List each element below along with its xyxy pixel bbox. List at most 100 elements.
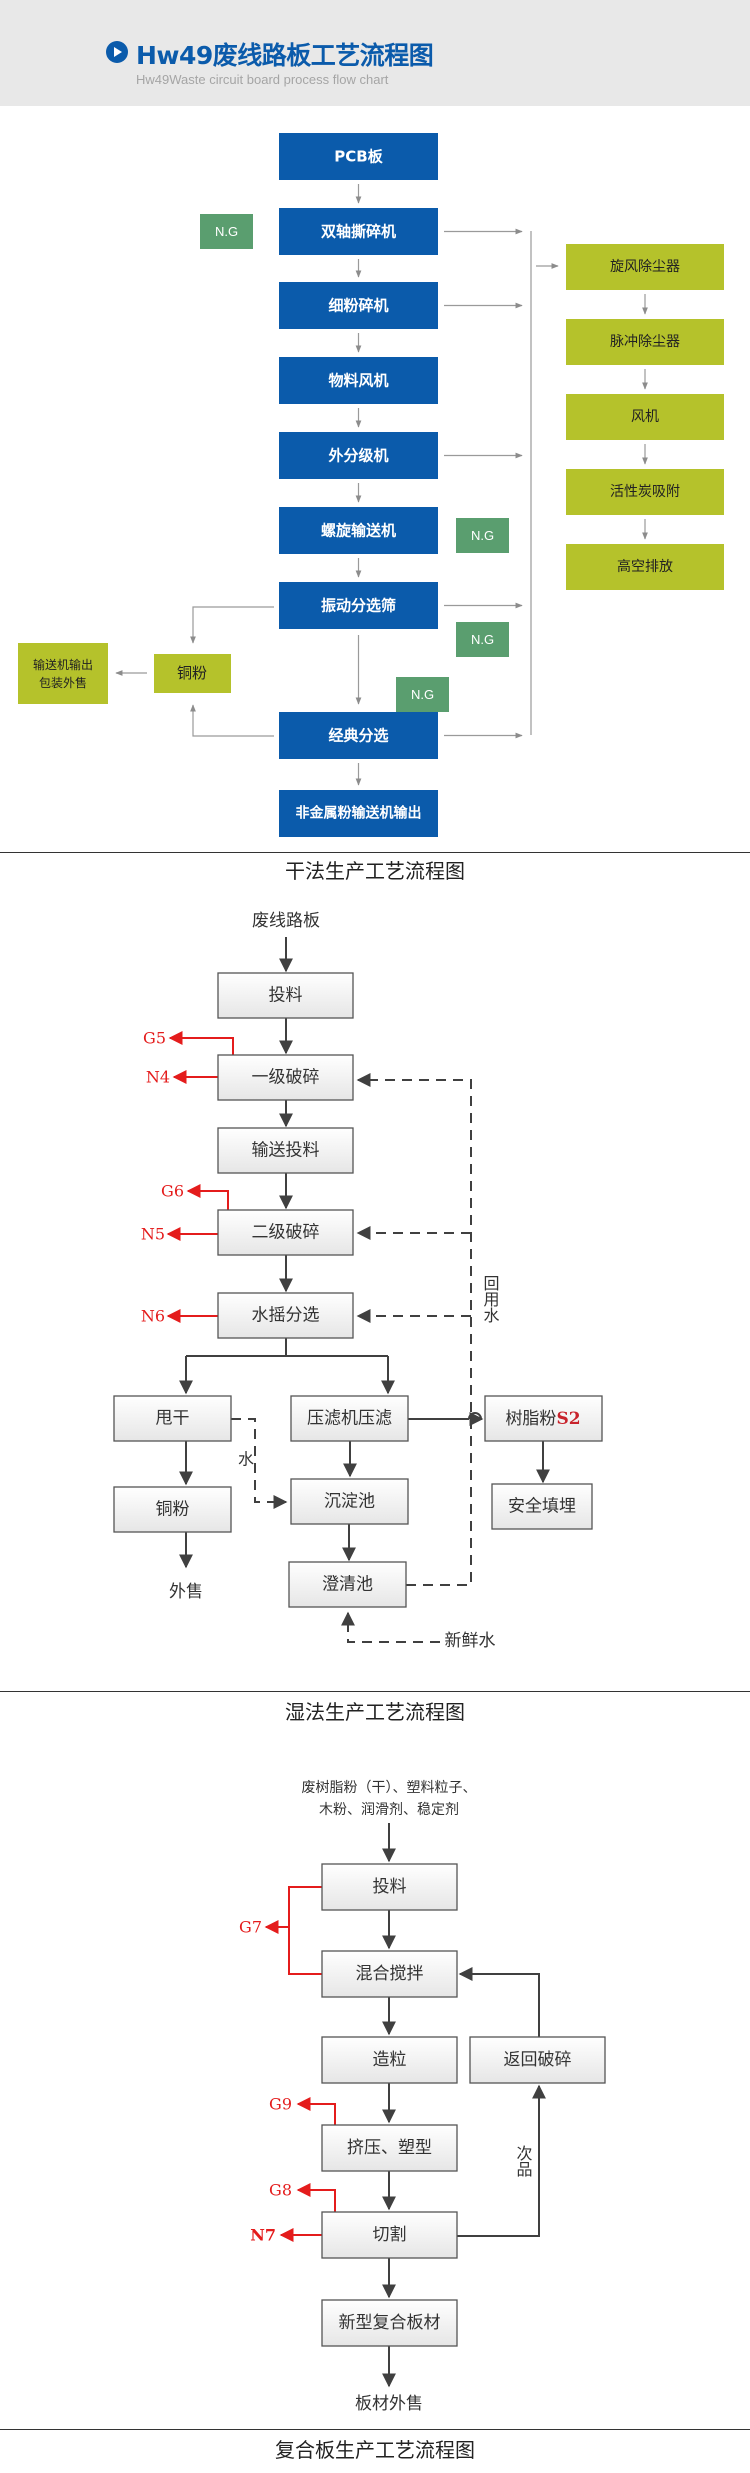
step-label: 一级破碎 [252, 1068, 320, 1088]
svg-text:输送机输出: 输送机输出 [33, 657, 93, 672]
process-step-dual-shaft-shredder: 双轴撕碎机 [279, 208, 438, 255]
copper-arrow [190, 606, 274, 644]
dust-step-pulse-dust-collector: 脉冲除尘器 [566, 319, 724, 365]
process-step-water-shaking-separation: 水摇分选 [217, 1292, 354, 1339]
section-divider [0, 852, 750, 853]
recycle-water-label: 回用水 [481, 1275, 500, 1323]
page-header: Hw49废线路板工艺流程图 Hw49Waste circuit board pr… [0, 0, 750, 106]
step-label: 新型复合板材 [339, 2313, 441, 2333]
step-label: 返回破碎 [504, 2050, 572, 2070]
input-label-line1: 废树脂粉（干）、塑料粒子、 [302, 1780, 477, 1796]
ng-badge: N.G [456, 622, 509, 657]
svg-text:N.G: N.G [215, 224, 238, 239]
resin-powder-box: 树脂粉S2 [484, 1395, 603, 1442]
process-step-feeding: 投料 [217, 972, 354, 1019]
dust-step-fan: 风机 [566, 394, 724, 440]
emission-label-n5: N5 [141, 1225, 165, 1244]
emission-label-g5: G5 [143, 1029, 166, 1048]
dust-step-high-altitude-discharge: 高空排放 [566, 544, 724, 590]
step-label: 活性炭吸附 [610, 484, 680, 500]
process-step-conveying-feeding: 输送投料 [217, 1127, 354, 1174]
process-step-material-fan: 物料风机 [279, 357, 438, 404]
emission-label-g6: G6 [161, 1182, 184, 1201]
emission-label-n7: N7 [250, 2226, 276, 2245]
step-label: 高空排放 [617, 558, 673, 575]
process-step-extrusion-molding: 挤压、塑型 [321, 2124, 458, 2172]
step-label: 振动分选筛 [321, 597, 396, 615]
step-label: 投料 [269, 986, 303, 1006]
emission-label-g7: G7 [239, 1918, 262, 1937]
step-label: 安全填埋 [508, 1497, 576, 1517]
section-divider [0, 1691, 750, 1692]
step-label: 水摇分选 [252, 1306, 320, 1326]
input-label: 废线路板 [252, 911, 320, 931]
process-step-secondary-crushing: 二级破碎 [217, 1209, 354, 1256]
step-label: 压滤机压滤 [307, 1409, 392, 1429]
step-label: 挤压、塑型 [347, 2138, 432, 2158]
svg-text:N.G: N.G [471, 632, 494, 647]
line-jump [468, 1412, 482, 1420]
process-step-cutting: 切割 [321, 2211, 458, 2259]
step-label: 造粒 [373, 2050, 407, 2070]
emission-arrow [186, 1184, 229, 1210]
composite-process-caption: 复合板生产工艺流程图 [275, 2438, 475, 2462]
defect-label: 次品 [514, 2145, 533, 2177]
process-step-screw-conveyor: 螺旋输送机 [279, 507, 438, 554]
process-step-feeding: 投料 [321, 1863, 458, 1911]
defect-arrow [457, 2084, 546, 2237]
return-arrow [458, 1967, 540, 2037]
step-label: 经典分选 [328, 727, 388, 745]
step-label: 细粉碎机 [328, 297, 388, 315]
step-label: 沉淀池 [324, 1492, 375, 1512]
sedimentation-tank-box: 沉淀池 [290, 1478, 409, 1525]
dust-step-cyclone-dust-collector: 旋风除尘器 [566, 244, 724, 290]
step-label: 螺旋输送机 [321, 522, 396, 540]
process-step-classic-separation: 经典分选 [279, 712, 438, 759]
dust-step-activated-carbon-adsorption: 活性炭吸附 [566, 469, 724, 515]
clarification-tank-box: 澄清池 [288, 1561, 407, 1608]
svg-text:N.G: N.G [471, 528, 494, 543]
step-label: 双轴撕碎机 [321, 223, 396, 241]
step-label: 甩干 [156, 1409, 190, 1429]
process-step-nonmetal-powder-output: 非金属粉输送机输出 [279, 790, 438, 837]
step-label: 澄清池 [322, 1575, 373, 1595]
copper-powder-box: 铜粉 [113, 1486, 232, 1533]
step-label: 物料风机 [328, 372, 388, 390]
emission-label-g9: G9 [269, 2095, 292, 2114]
svg-text:树脂粉S2: 树脂粉S2 [505, 1409, 580, 1429]
step-label: 非金属粉输送机输出 [296, 805, 422, 822]
emission-arrow [296, 2097, 336, 2125]
dry-process-diagram: PCB板双轴撕碎机细粉碎机物料风机外分级机螺旋输送机振动分选筛经典分选非金属粉输… [18, 133, 724, 837]
emission-label-n6: N6 [141, 1307, 165, 1326]
composite-process-diagram: 废树脂粉（干）、塑料粒子、木粉、润滑剂、稳定剂投料混合搅拌造粒挤压、塑型切割新型… [239, 1780, 606, 2414]
fresh-water-label: 新鲜水 [445, 1631, 496, 1651]
emission-label-g8: G8 [269, 2181, 292, 2200]
dry-process-caption: 干法生产工艺流程图 [285, 859, 465, 883]
page-subtitle: Hw49Waste circuit board process flow cha… [136, 72, 389, 87]
return-crushing-box: 返回破碎 [469, 2036, 606, 2084]
step-label: 投料 [373, 1877, 407, 1897]
emission-line [288, 1886, 322, 1975]
svg-text:包装外售: 包装外售 [39, 675, 87, 690]
ng-badge: N.G [396, 677, 449, 712]
process-step-external-classifier: 外分级机 [279, 432, 438, 479]
process-step-granulation: 造粒 [321, 2036, 458, 2084]
emission-arrow [168, 1031, 234, 1055]
copper-arrow [190, 704, 274, 737]
svg-text:铜粉: 铜粉 [177, 664, 207, 682]
fresh-water-arrow [341, 1611, 440, 1643]
step-label: 铜粉 [156, 1500, 190, 1520]
step-label: 混合搅拌 [356, 1964, 424, 1984]
copper-powder-box: 铜粉 [154, 654, 231, 693]
step-label: 风机 [631, 409, 659, 425]
water-label: 水 [238, 1450, 254, 1469]
filter-press-box: 压滤机压滤 [290, 1395, 409, 1442]
process-step-fine-crusher: 细粉碎机 [279, 282, 438, 329]
svg-text:N.G: N.G [411, 687, 434, 702]
process-step-vibrating-screen: 振动分选筛 [279, 582, 438, 629]
safe-landfill-box: 安全填埋 [491, 1483, 593, 1530]
spin-dry-box: 甩干 [113, 1395, 232, 1442]
step-label: 脉冲除尘器 [610, 334, 680, 350]
process-step-pcb-board: PCB板 [279, 133, 438, 180]
